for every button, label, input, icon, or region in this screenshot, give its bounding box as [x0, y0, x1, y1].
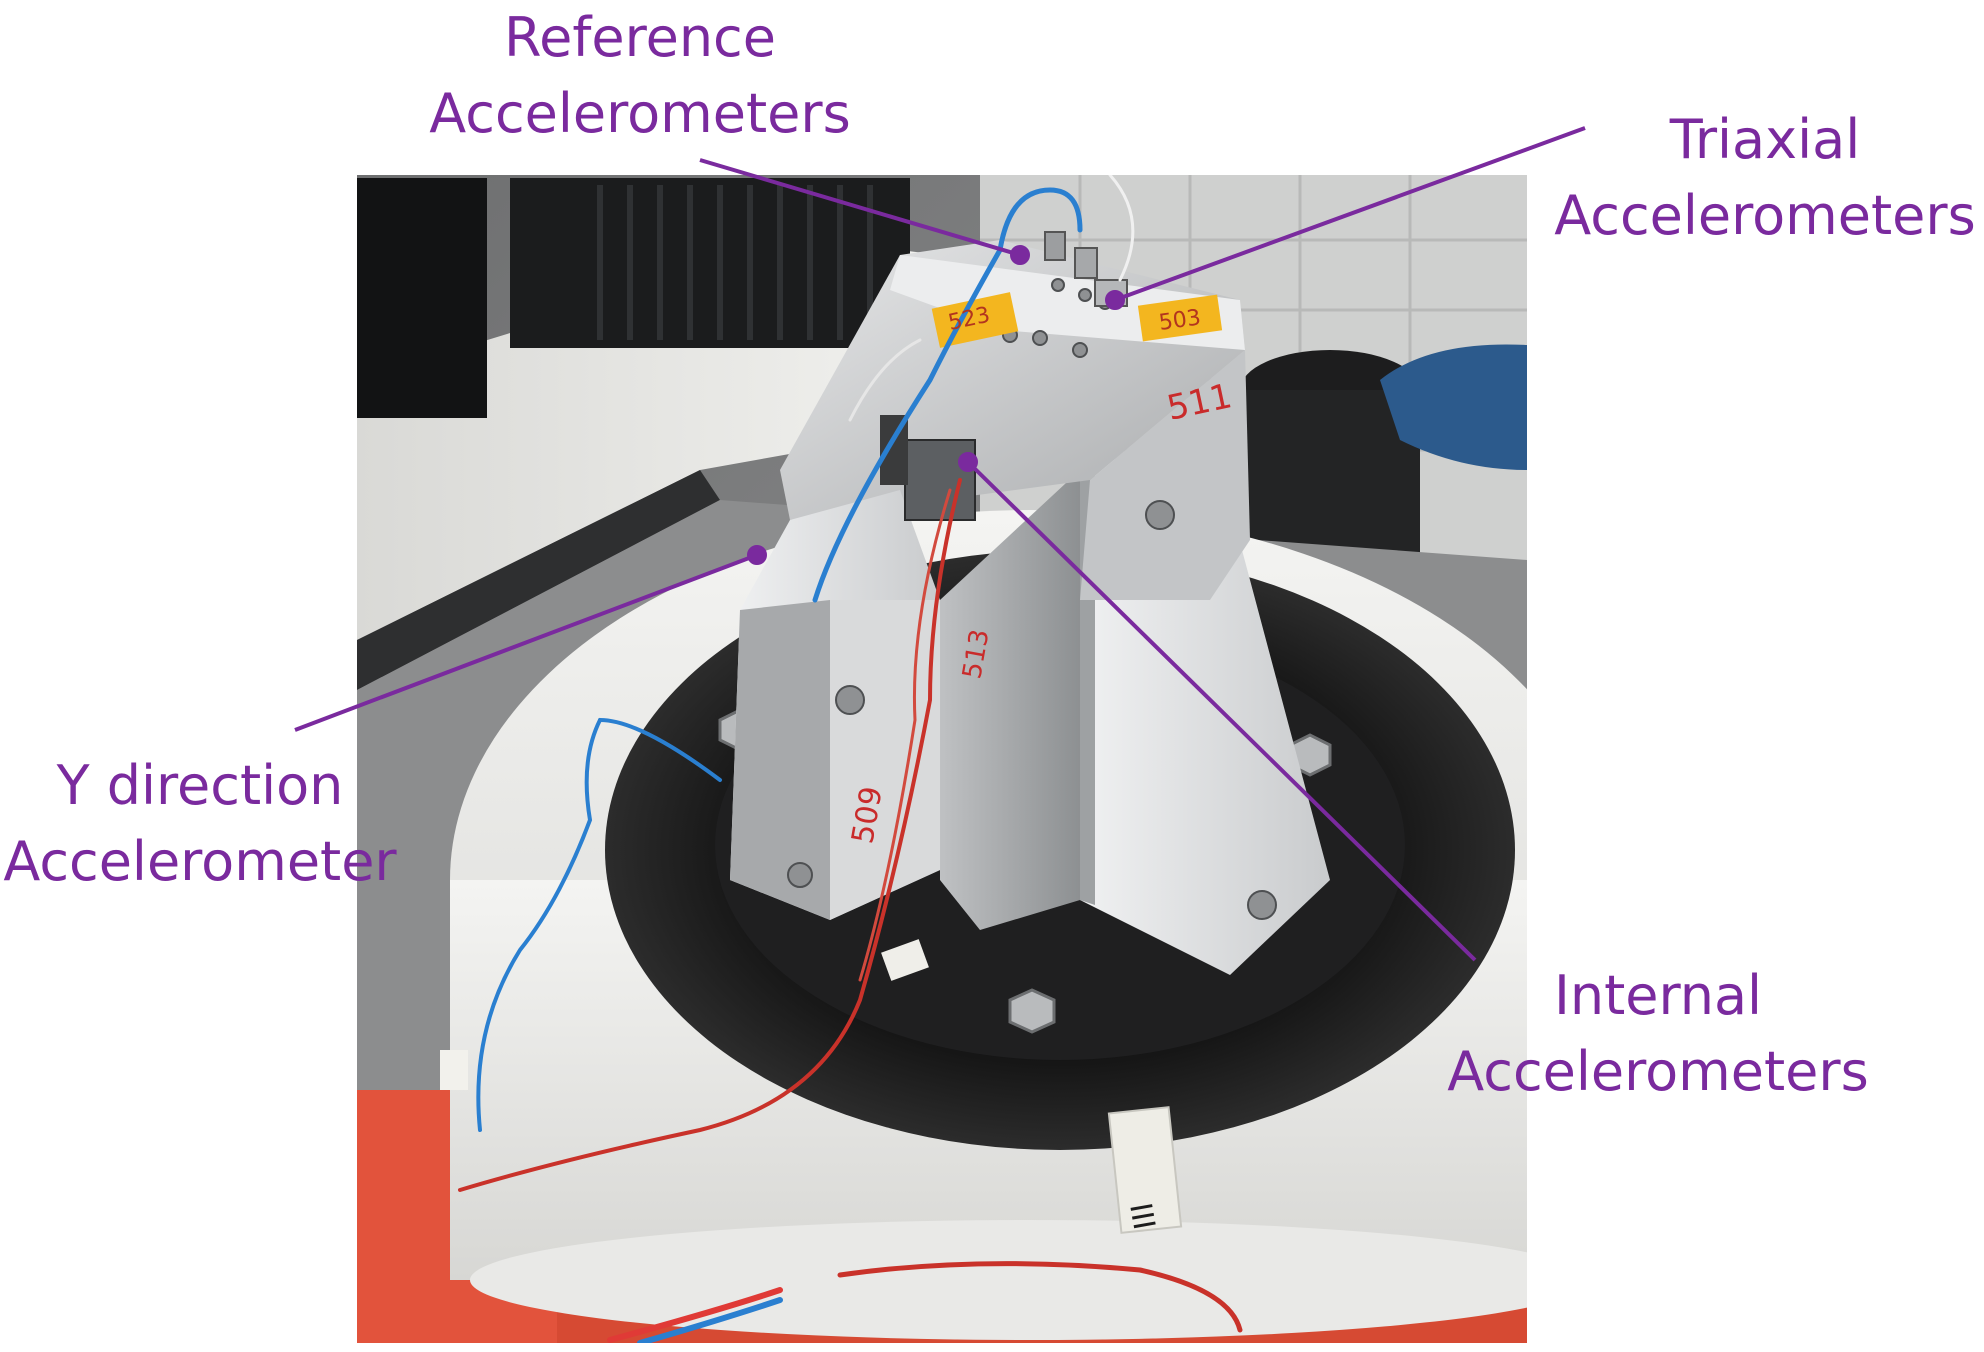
- callout-triaxial-line2: Accelerometers: [1554, 184, 1976, 247]
- red-cable: [458, 478, 962, 1192]
- callout-dot-internal: [958, 452, 978, 472]
- photograph: 511 509 513 523 503 III: [357, 175, 1527, 1343]
- callout-y-direction-line1: Y direction: [56, 754, 344, 817]
- fixture-center-plate: [940, 470, 1080, 930]
- callout-triaxial-line1: Triaxial: [1669, 108, 1861, 171]
- callout-internal-accelerometers: Internal Accelerometers: [1438, 958, 1878, 1110]
- tag-503: [1137, 294, 1223, 342]
- reference-accelerometer-sensors: [1044, 231, 1098, 279]
- callout-y-direction-line2: Accelerometer: [3, 830, 397, 893]
- callout-reference-accelerometers: Reference Accelerometers: [420, 0, 860, 152]
- callout-internal-line1: Internal: [1553, 964, 1763, 1027]
- callout-line-internal: [966, 460, 1477, 962]
- callout-dot-reference: [1010, 245, 1030, 265]
- callout-y-direction-accelerometer: Y direction Accelerometer: [0, 748, 400, 900]
- blue-cable: [997, 187, 1083, 253]
- internal-sensor-connector: [904, 439, 976, 521]
- callout-internal-line2: Accelerometers: [1447, 1040, 1869, 1103]
- person-leg: [1380, 344, 1527, 470]
- callout-triaxial-accelerometers: Triaxial Accelerometers: [1545, 102, 1984, 254]
- callout-dot-y-direction: [747, 545, 767, 565]
- callout-line-reference: [699, 158, 1021, 257]
- tape-mark: III: [1122, 1200, 1161, 1232]
- tape-strip: [1107, 1106, 1183, 1234]
- amplifier-box: [510, 178, 910, 348]
- callout-line-triaxial: [1114, 126, 1586, 302]
- callout-line-y-direction: [294, 553, 758, 732]
- tag-number-right: 503: [1157, 305, 1202, 336]
- callout-reference-line1: Reference: [504, 6, 776, 69]
- callout-dot-triaxial: [1105, 290, 1125, 310]
- callout-lines: [294, 126, 1586, 962]
- callout-reference-line2: Accelerometers: [429, 82, 851, 145]
